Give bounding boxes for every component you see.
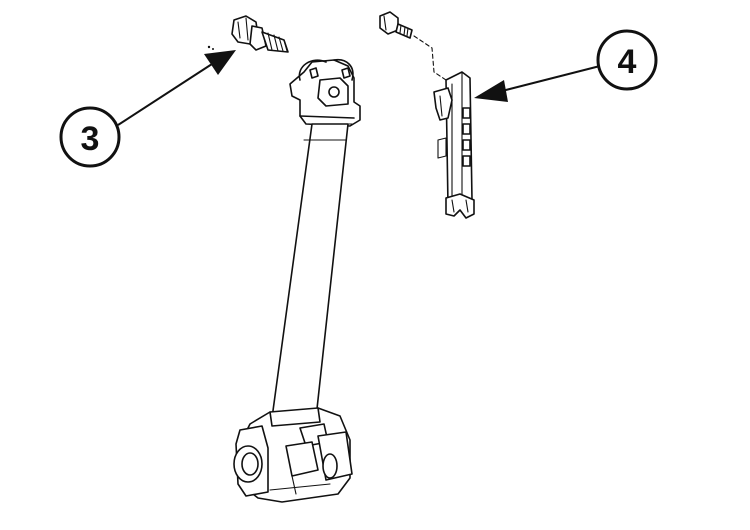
arrowhead-3: [204, 50, 236, 75]
callout-4-circle: [596, 29, 658, 91]
arrowhead-4: [474, 80, 508, 102]
height-adjuster-bracket-part-4: [433, 71, 475, 219]
callout-3-circle: [59, 106, 121, 168]
small-bolt-part-4: [379, 11, 413, 39]
callout-4-label: 4: [618, 43, 637, 81]
leader-arrow-4: [497, 65, 601, 93]
callout-4: 4: [474, 29, 658, 102]
bolt-part-3: [207, 15, 289, 53]
seat-belt-assembly: [233, 58, 361, 503]
callout-3-label: 3: [81, 120, 100, 158]
leader-arrow-3: [117, 63, 213, 126]
alignment-dashed-line: [413, 35, 447, 81]
callout-3: 3: [59, 50, 236, 168]
